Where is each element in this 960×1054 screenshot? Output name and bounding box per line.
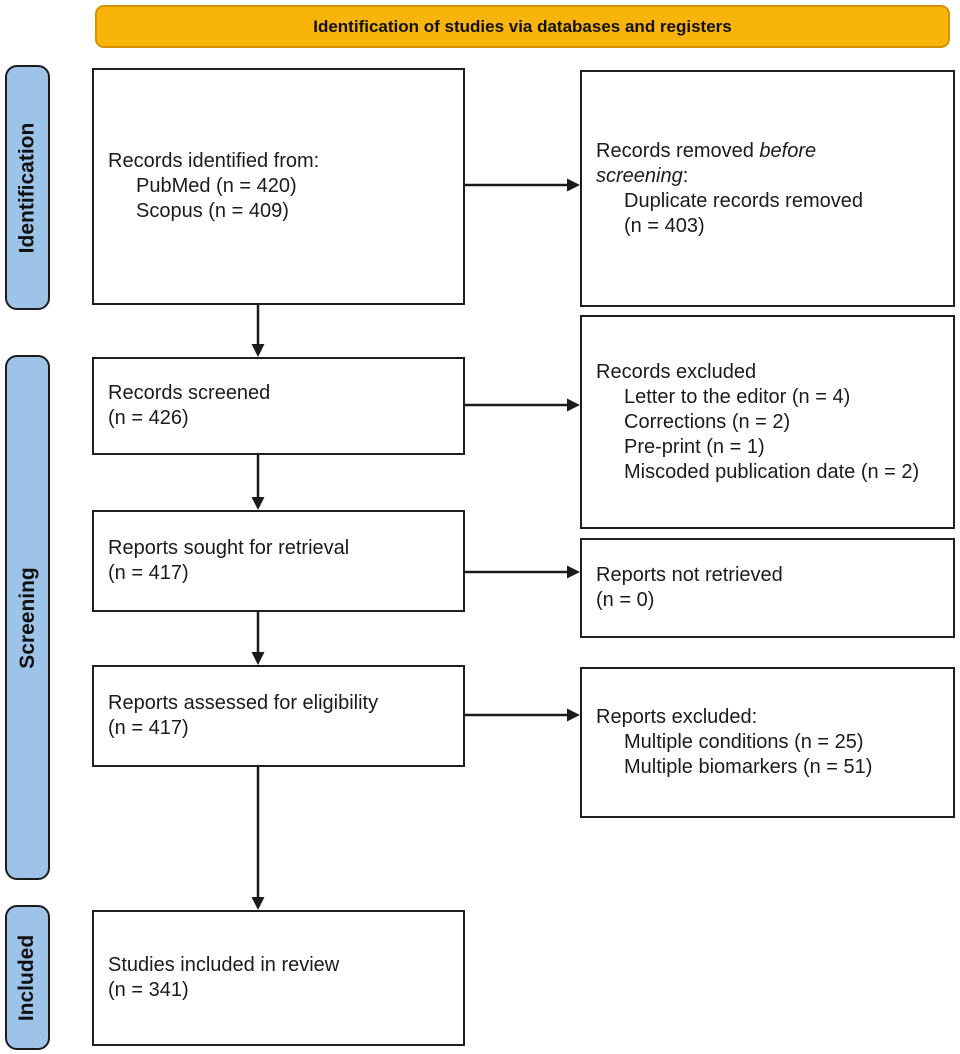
box-reports-not-retrieved: Reports not retrieved (n = 0) xyxy=(580,538,955,638)
arrow-identified-to-screened xyxy=(251,305,265,357)
stage-label-screening: Screening xyxy=(15,566,39,669)
stage-band-included: Included xyxy=(5,905,50,1050)
box-records-removed-item: Duplicate records removed (n = 403) xyxy=(624,189,863,237)
box-records-excluded-item: Corrections (n = 2) xyxy=(624,410,791,433)
box-records-identified-item: PubMed (n = 420) xyxy=(136,175,297,197)
box-reports-sought-title: Reports sought for retrieval xyxy=(108,537,350,559)
stage-label-identification: Identification xyxy=(15,122,39,253)
box-reports-sought: Reports sought for retrieval (n = 417) xyxy=(92,510,465,612)
box-records-screened-title: Records screened xyxy=(108,382,271,404)
box-reports-not-retrieved-title: Reports not retrieved xyxy=(596,564,783,586)
box-reports-excluded: Reports excluded: Multiple conditions (n… xyxy=(580,667,955,818)
box-reports-sought-count: (n = 417) xyxy=(108,562,189,584)
box-records-excluded: Records excluded Letter to the editor (n… xyxy=(580,315,955,529)
box-records-excluded-item: Letter to the editor (n = 4) xyxy=(624,385,851,408)
arrow-identified-to-removed xyxy=(465,178,580,192)
box-records-identified: Records identified from: PubMed (n = 420… xyxy=(92,68,465,305)
box-reports-excluded-item: Multiple biomarkers (n = 51) xyxy=(624,756,873,778)
banner-title: Identification of studies via databases … xyxy=(313,16,732,36)
box-studies-included-count: (n = 341) xyxy=(108,979,189,1001)
box-records-identified-title: Records identified from: xyxy=(108,150,320,172)
box-reports-not-retrieved-count: (n = 0) xyxy=(596,589,655,611)
stage-band-identification: Identification xyxy=(5,65,50,310)
box-reports-assessed-title: Reports assessed for eligibility xyxy=(108,692,379,714)
box-reports-assessed: Reports assessed for eligibility (n = 41… xyxy=(92,665,465,767)
arrow-assessed-to-included xyxy=(251,767,265,910)
box-studies-included: Studies included in review (n = 341) xyxy=(92,910,465,1046)
box-records-screened: Records screened (n = 426) xyxy=(92,357,465,455)
arrow-sought-to-not-retrieved xyxy=(465,565,580,579)
arrow-screened-to-sought xyxy=(251,455,265,510)
box-records-excluded-item: Pre-print (n = 1) xyxy=(624,435,765,458)
arrow-screened-to-excluded xyxy=(465,398,580,412)
stage-band-screening: Screening xyxy=(5,355,50,880)
stage-label-included: Included xyxy=(15,934,39,1021)
arrow-assessed-to-reports-excluded xyxy=(465,708,580,722)
box-records-excluded-item: Miscoded publication date (n = 2) xyxy=(624,460,920,483)
box-reports-excluded-title: Reports excluded: xyxy=(596,706,758,728)
box-studies-included-title: Studies included in review xyxy=(108,954,340,976)
box-reports-assessed-count: (n = 417) xyxy=(108,717,189,739)
arrow-sought-to-assessed xyxy=(251,612,265,665)
box-records-identified-item: Scopus (n = 409) xyxy=(136,200,289,222)
banner: Identification of studies via databases … xyxy=(95,5,950,48)
box-records-excluded-title: Records excluded xyxy=(596,360,757,383)
box-records-screened-count: (n = 426) xyxy=(108,407,189,429)
box-reports-excluded-item: Multiple conditions (n = 25) xyxy=(624,731,864,753)
